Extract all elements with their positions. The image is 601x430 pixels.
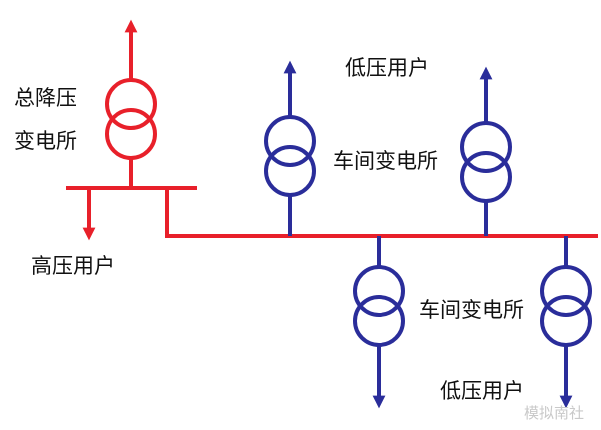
workshop-substation-label-bottom: 车间变电所: [419, 298, 524, 322]
main-transformer-upper-winding: [105, 78, 157, 130]
workshop-4-upper-winding: [540, 265, 592, 317]
low-voltage-users-label-bottom: 低压用户: [440, 379, 524, 403]
workshop-3-lower-winding: [353, 295, 405, 347]
main-substation-transformer-symbol: [105, 19, 157, 188]
low-voltage-users-label-top: 低压用户: [345, 56, 429, 80]
workshop-4-lower-winding: [540, 295, 592, 347]
watermark-text: 模拟南社: [524, 404, 585, 422]
workshop-2-upper-winding: [460, 121, 512, 173]
main-transformer-lower-winding: [105, 108, 157, 160]
workshop-substation-label-top: 车间变电所: [333, 149, 438, 173]
workshop-substation-3: [353, 236, 405, 409]
high-voltage-users-label: 高压用户: [31, 254, 115, 278]
main-substation-label-line2: 变电所: [14, 129, 77, 153]
workshop-3-upper-winding: [353, 265, 405, 317]
workshop-2-lower-winding: [460, 151, 512, 203]
workshop-1-upper-winding: [264, 115, 316, 167]
workshop-1-lower-winding: [264, 145, 316, 197]
workshop-substation-1: [264, 60, 316, 236]
workshop-substation-4: [540, 236, 592, 409]
main-substation-label-line1: 总降压: [14, 86, 77, 110]
workshop-substation-2: [460, 66, 512, 236]
